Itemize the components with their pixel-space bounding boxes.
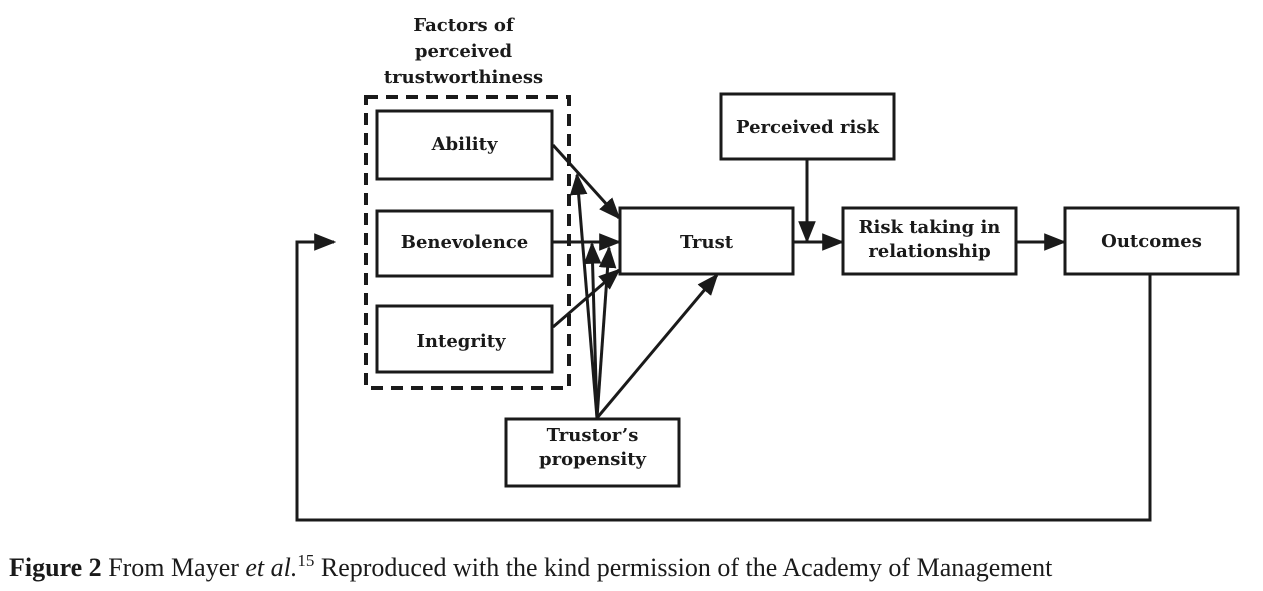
trust-label: Trust: [679, 232, 734, 253]
propensity-box: [504, 417, 681, 488]
ability-label: Ability: [431, 134, 498, 155]
risk-taking-line-2: relationship: [868, 241, 991, 262]
arrow-propensity-to-ability: [569, 172, 599, 419]
trust-model-diagram: [295, 92, 1240, 522]
integrity-label: Integrity: [416, 331, 506, 352]
propensity-line-2: propensity: [539, 449, 646, 470]
integrity-box: [375, 304, 554, 374]
caption-reference: 15: [297, 551, 315, 570]
perceived-risk-label: Perceived risk: [736, 117, 879, 138]
caption-text-before: From Mayer: [108, 553, 239, 582]
perceived-risk-box: [719, 92, 896, 161]
group-label-line-2: perceived: [414, 41, 513, 62]
benevolence-label: Benevolence: [400, 232, 529, 253]
figure-caption: Figure 2 From Mayer et al.15 Reproduced …: [9, 551, 1259, 583]
arrow-propensity-to-integrity: [595, 245, 617, 419]
benevolence-box: [375, 209, 554, 278]
feedback-loop-arrow: [295, 233, 1152, 522]
risk-taking-label: Risk taking in relationship: [843, 216, 1016, 264]
propensity-label: Trustor’s propensity: [506, 424, 679, 472]
arrow-propensity-to-trust: [595, 273, 719, 419]
ability-box: [375, 109, 554, 181]
caption-text-after: Reproduced with the kind permission of t…: [320, 553, 1053, 582]
arrow-propensity-to-benevolence: [583, 241, 602, 419]
propensity-line-1: Trustor’s: [546, 425, 639, 446]
group-label: Factors of perceived trustworthiness: [376, 13, 551, 91]
risk-taking-line-1: Risk taking in: [858, 217, 1001, 238]
figure-number: Figure 2: [9, 553, 102, 582]
risk-taking-box: [841, 206, 1018, 276]
group-label-line-1: Factors of: [413, 15, 514, 36]
outcomes-label: Outcomes: [1101, 231, 1202, 252]
arrow-ability-to-trust: [551, 143, 621, 220]
group-label-line-3: trustworthiness: [383, 67, 544, 88]
caption-etal: et al.: [245, 553, 298, 582]
